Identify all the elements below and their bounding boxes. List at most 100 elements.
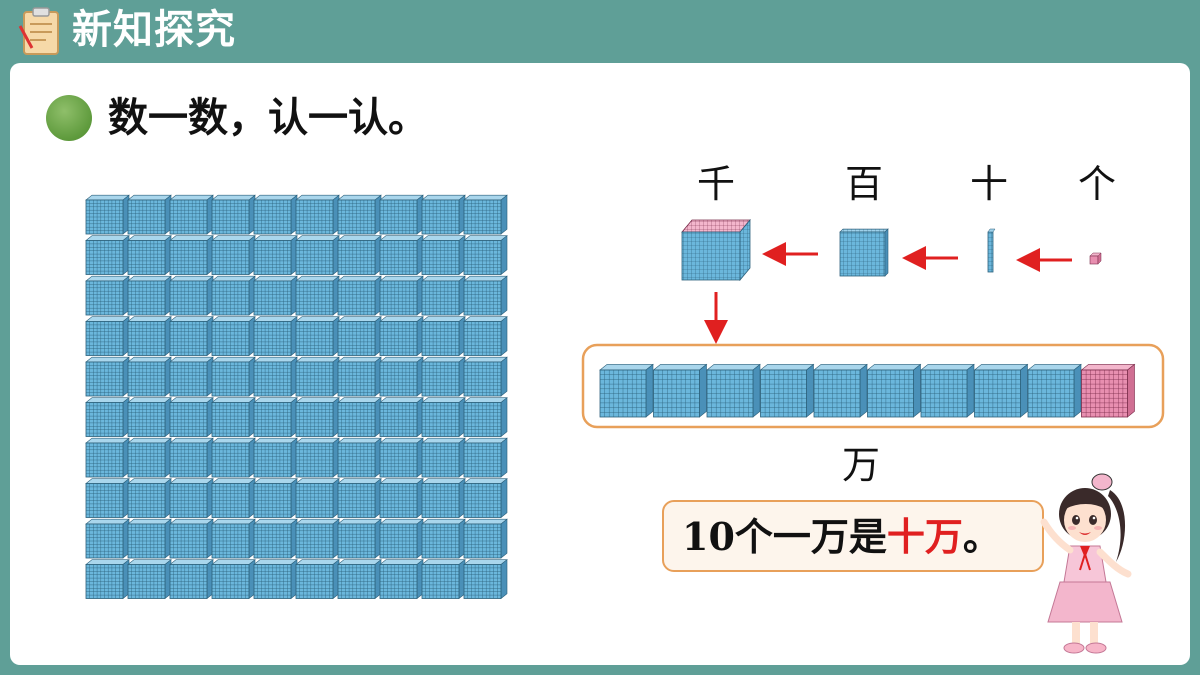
thousand-cube-tile [85, 356, 130, 397]
header-bar: 新知探究 [0, 0, 1200, 62]
thousand-cube-tile [337, 518, 382, 559]
thousand-cube-tile [169, 316, 214, 357]
thousand-cube-tile [85, 559, 130, 600]
ten-thousand-row-cube [599, 363, 654, 418]
ten-thousand-row-cube [1080, 363, 1136, 418]
thousand-cube-tile [463, 275, 508, 316]
thousand-cube-tile [379, 194, 424, 235]
thousand-cube-tile [85, 518, 130, 559]
thousand-cube-tile [379, 559, 424, 600]
thousand-cube-tile [211, 437, 256, 478]
thousand-cube-tile [421, 518, 466, 559]
thousand-cube-tile [379, 356, 424, 397]
thousand-cube-tile [379, 437, 424, 478]
ten-thousand-row [599, 363, 1136, 418]
thousand-cube-tile [295, 316, 340, 357]
ten-thousand-row-cube [706, 363, 761, 418]
thousand-cube-tile [127, 437, 172, 478]
thousand-cube-tile [253, 194, 298, 235]
label-one: 个 [1078, 162, 1117, 206]
thousand-cube-tile [463, 437, 508, 478]
thousand-cube-tile [211, 356, 256, 397]
thousand-cube-tile [253, 397, 298, 438]
thousand-cube-tile [379, 518, 424, 559]
thousand-cube-tile [253, 518, 298, 559]
thousand-cube-tile [253, 437, 298, 478]
thousand-cube-tile [169, 437, 214, 478]
thousand-cube-tile [169, 478, 214, 519]
thousand-cube-tile [127, 275, 172, 316]
thousand-cube-tile [169, 275, 214, 316]
thousand-cube-tile [337, 397, 382, 438]
thousand-cube-tile [379, 235, 424, 276]
ten-thousand-row-cube [1027, 363, 1082, 418]
thousand-cube-tile [337, 356, 382, 397]
bullet-dot [46, 95, 92, 141]
ten-thousand-row-cube [920, 363, 975, 418]
thousand-cube-tile [421, 437, 466, 478]
thousand-cube-tile [337, 437, 382, 478]
thousand-cube-tile [127, 397, 172, 438]
ten-thousand-row-cube [973, 363, 1029, 418]
thousand-cube-tile [127, 478, 172, 519]
thousand-cube-tile [295, 559, 340, 600]
header-title: 新知探究 [72, 7, 236, 53]
place-value-diagram [581, 218, 1165, 429]
hundred-flat [839, 228, 889, 277]
thousand-cube-tile [421, 194, 466, 235]
thousand-cube-tile [463, 235, 508, 276]
ten-thousand-box [581, 343, 1165, 429]
thousand-cube-tile [379, 397, 424, 438]
thousand-cube-tile [127, 235, 172, 276]
thousand-cube-tile [253, 316, 298, 357]
thousand-cube-tile [85, 194, 130, 235]
instruction-text: 数一数，认一认。 [108, 95, 428, 141]
thousand-cube-tile [463, 356, 508, 397]
thousand-cube-tile [295, 478, 340, 519]
thousand-cube-tile [127, 316, 172, 357]
thousand-cube-tile [211, 478, 256, 519]
thousand-cube-tile [253, 235, 298, 276]
thousand-cube-tile [421, 275, 466, 316]
thousand-cube-tile [253, 559, 298, 600]
label-ten-thousand: 万 [842, 443, 881, 487]
thousand-cube-tile [169, 194, 214, 235]
thousand-cube-tile [211, 235, 256, 276]
thousand-cube-tile [295, 235, 340, 276]
thousand-cube-tile [127, 559, 172, 600]
thousand-cube-tile [421, 356, 466, 397]
thousand-cube-tile [295, 397, 340, 438]
statement-highlight: 十万 [886, 514, 963, 559]
thousand-cube-tile [463, 316, 508, 357]
thousand-cube-tile [85, 437, 130, 478]
thousand-cube-tile [295, 356, 340, 397]
label-ten: 十 [970, 162, 1009, 206]
hundred-thousand-grid [85, 194, 508, 600]
thousand-cube-tile [295, 518, 340, 559]
label-thousand: 千 [697, 162, 736, 206]
thousand-cube-tile [85, 235, 130, 276]
thousand-cube-tile [169, 356, 214, 397]
thousand-cube-tile [463, 397, 508, 438]
thousand-cube-tile [169, 235, 214, 276]
thousand-cube-tile [379, 478, 424, 519]
thousand-cube-tile [421, 397, 466, 438]
statement-after: 。 [962, 514, 1001, 559]
thousand-cube-tile [379, 316, 424, 357]
statement-before: 10个一万是 [682, 514, 887, 559]
thousand-cube-tile [253, 356, 298, 397]
thousand-cube-tile [127, 518, 172, 559]
thousand-cube-tile [295, 194, 340, 235]
girl-illustration [1040, 473, 1132, 654]
thousand-cube-tile [421, 478, 466, 519]
thousand-cube-tile [85, 478, 130, 519]
thousand-cube-tile [169, 518, 214, 559]
ten-rod [987, 228, 996, 273]
thousand-cube-tile [421, 235, 466, 276]
clipboard-icon [18, 7, 59, 55]
thousand-cube-tile [337, 559, 382, 600]
thousand-cube-tile [463, 194, 508, 235]
thousand-cube-tile [337, 194, 382, 235]
thousand-cube-tile [337, 275, 382, 316]
thousand-cube-tile [463, 559, 508, 600]
